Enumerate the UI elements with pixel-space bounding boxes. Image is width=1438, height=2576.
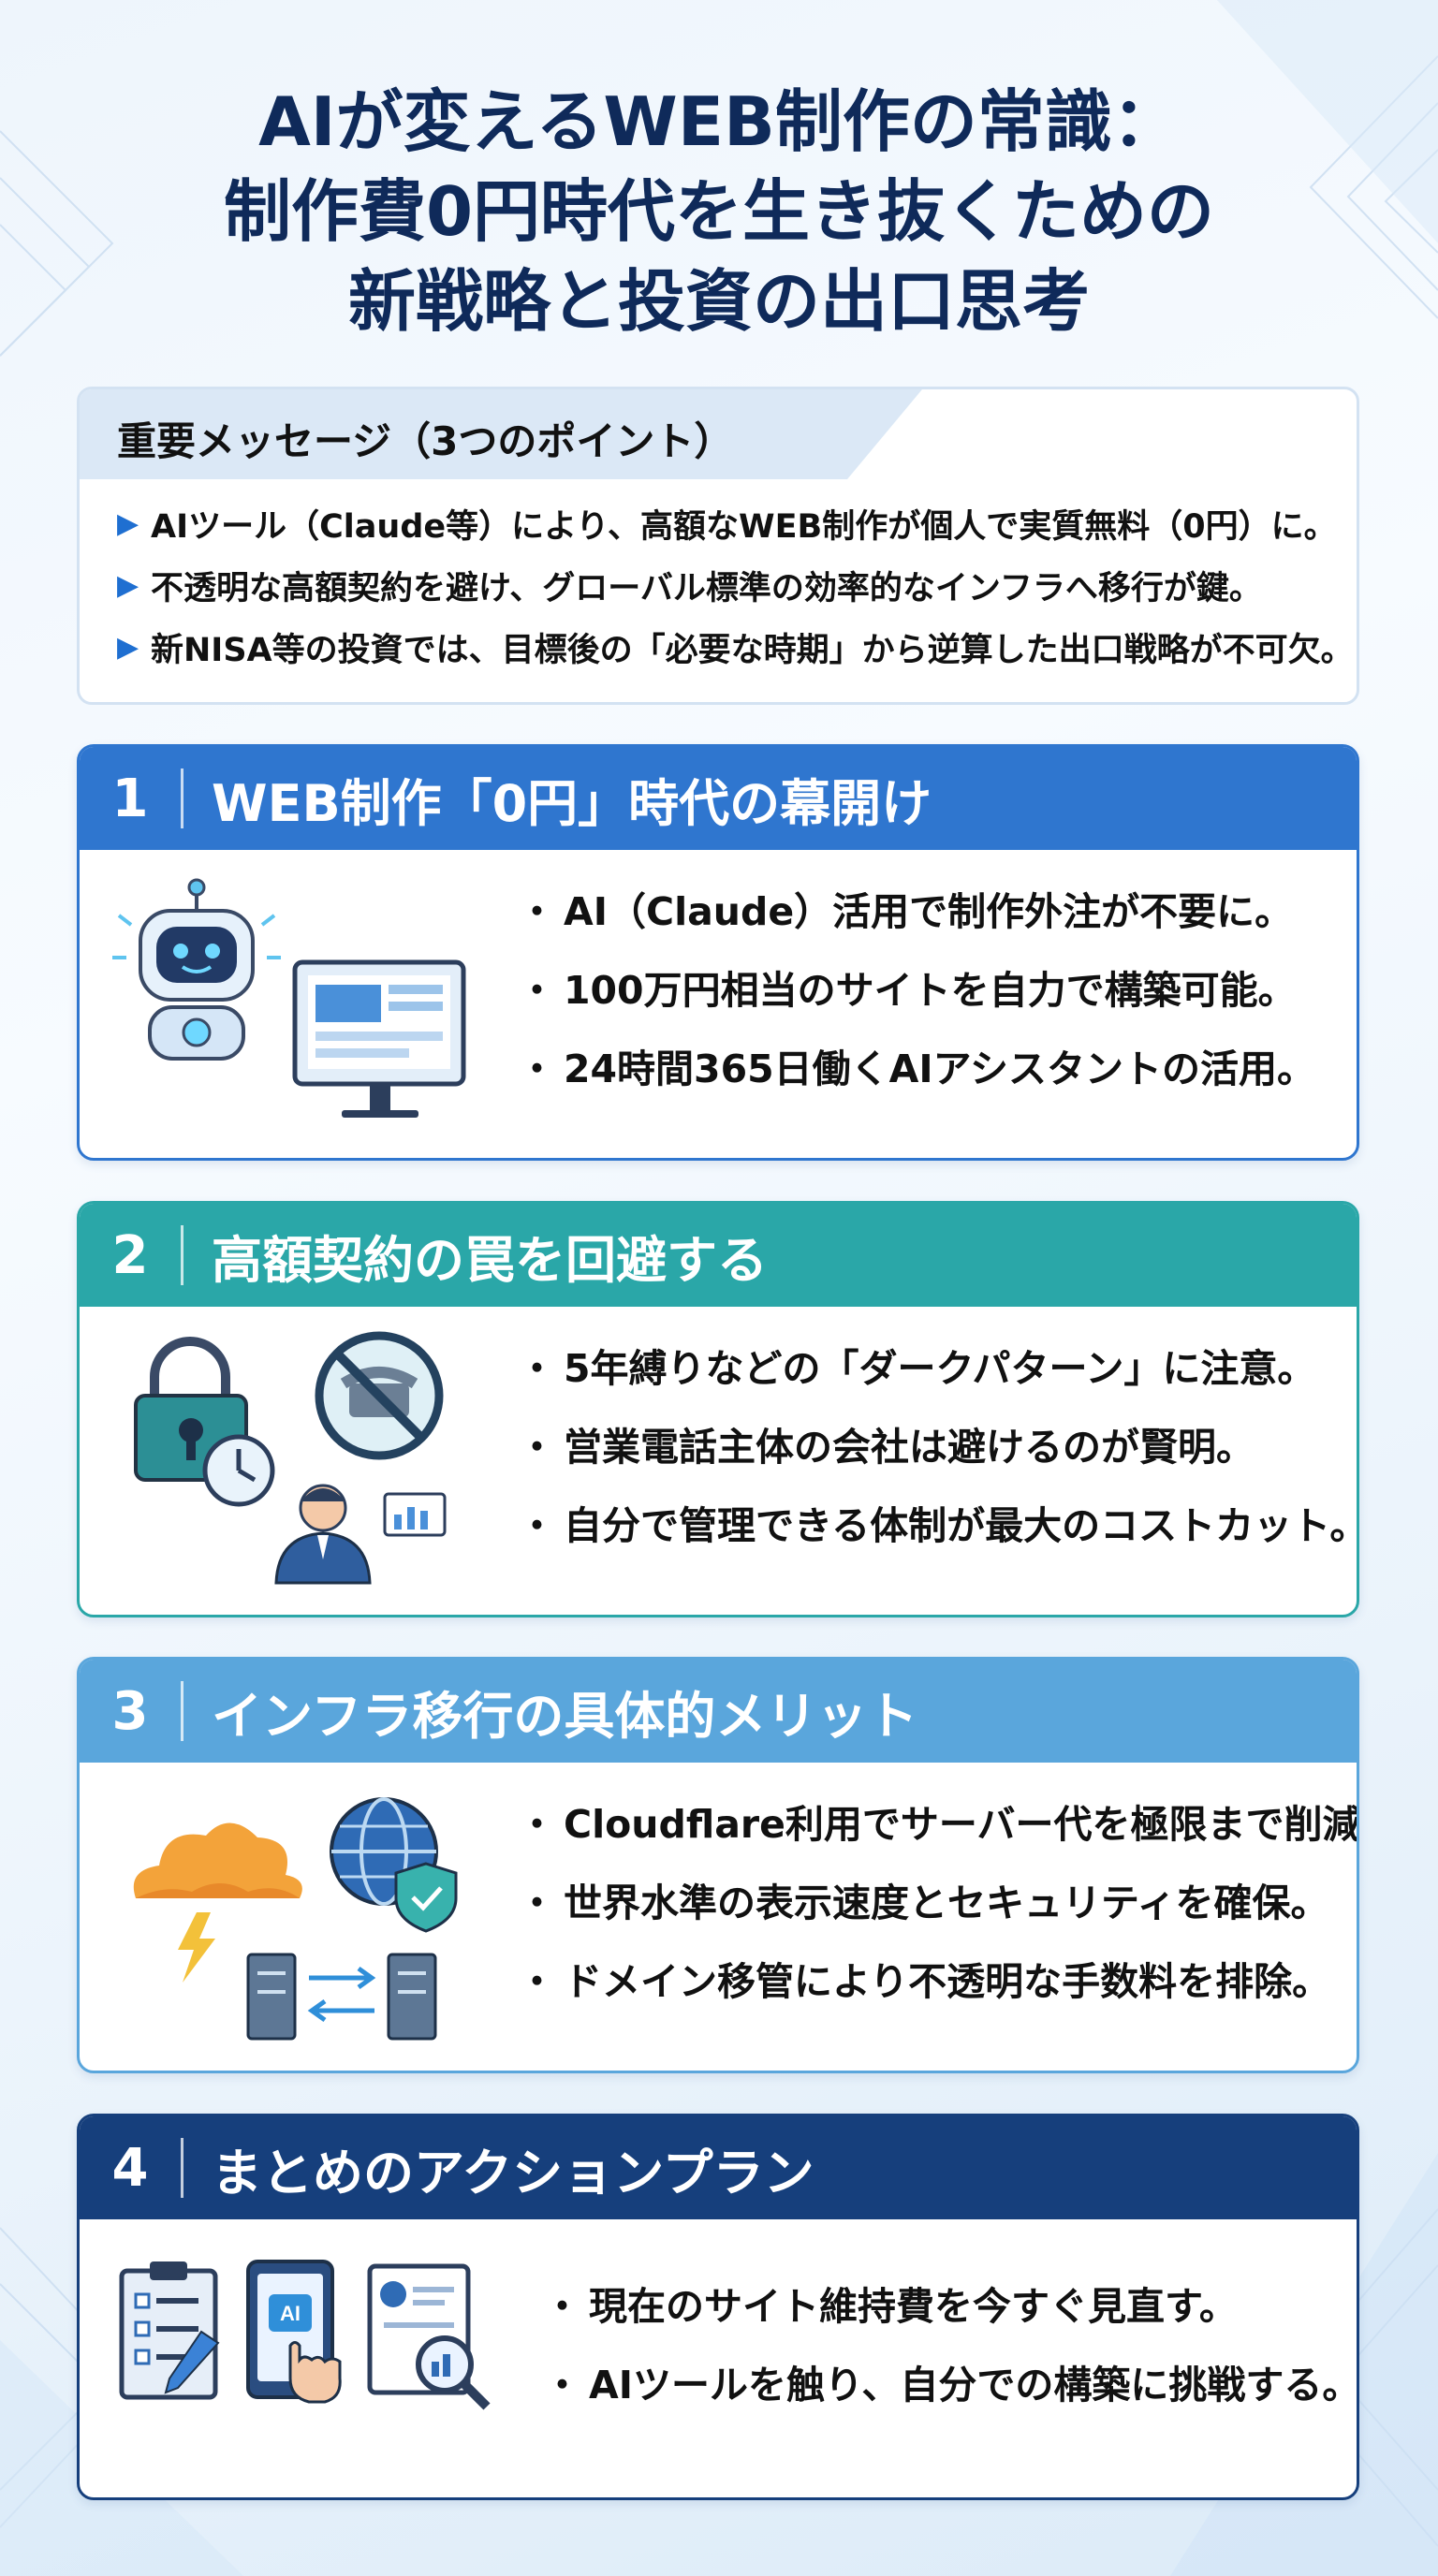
key-message-text: AIツール（Claude等）により、高額なWEB制作が個人で実質無料（0円）に。 <box>151 507 1337 546</box>
section-title: まとめのアクションプラン <box>212 2143 814 2203</box>
chevron-right-icon: ▶ <box>117 630 139 664</box>
section-title: 高額契約の罠を回避する <box>212 1230 768 1290</box>
chevron-right-icon: ▶ <box>117 568 139 602</box>
key-message-box: 重要メッセージ（3つのポイント） ▶ AIツール（Claude等）により、高額な… <box>77 387 1359 705</box>
section-icons <box>108 869 501 1144</box>
monitor-icon <box>292 959 466 1118</box>
report-search-icon <box>367 2263 491 2410</box>
key-message-item: ▶ 新NISA等の投資では、目標後の「必要な時期」から逆算した出口戦略が不可欠。 <box>117 616 1354 678</box>
section-icons <box>108 1781 501 2066</box>
globe-shield-icon <box>330 1797 458 1933</box>
section-header-4: 4 まとめのアクションプラン <box>80 2116 1357 2219</box>
key-message-list: ▶ AIツール（Claude等）により、高額なWEB制作が個人で実質無料（0円）… <box>117 492 1354 678</box>
key-message-text: 不透明な高額契約を避け、グローバル標準の効率的なインフラへ移行が鍵。 <box>151 569 1262 607</box>
section-number: 4 <box>111 2137 149 2199</box>
no-phone-icon <box>315 1331 444 1460</box>
bullet-item: ・ドメイン移管により不透明な手数料を排除。 <box>518 1959 1331 2004</box>
ai-tablet-icon: AI <box>246 2260 342 2404</box>
title-line-3: 新戦略と投資の出口思考 <box>347 262 1090 341</box>
header-divider <box>181 1225 183 1285</box>
header-divider <box>181 768 183 828</box>
section-bullets: ・Cloudflare利用でサーバー代を極限まで削減。 ・世界水準の表示速度とセ… <box>518 1763 1359 2043</box>
header-divider <box>181 2138 183 2198</box>
section-icons: AI <box>108 2257 529 2429</box>
section-card-3: 3 インフラ移行の具体的メリット <box>77 1657 1359 2073</box>
businessman-icon <box>274 1484 447 1585</box>
chevron-right-icon: ▶ <box>117 506 139 540</box>
section-title: WEB制作「0円」時代の幕開け <box>212 773 932 833</box>
section-number: 3 <box>111 1680 149 1742</box>
bullet-item: ・5年縛りなどの「ダークパターン」に注意。 <box>518 1346 1316 1391</box>
bullet-item: ・営業電話主体の会社は避けるのが賢明。 <box>518 1425 1255 1470</box>
server-transfer-icon <box>246 1953 437 2041</box>
bullet-item: ・AIツールを触り、自分での構築に挑戦する。 <box>543 2363 1359 2408</box>
section-body-4: AI ・現在のサイト維持費を今すぐ見直す。 ・AIツールを触り、自分 <box>80 2219 1357 2497</box>
key-message-heading: 重要メッセージ（3つのポイント） <box>117 418 734 464</box>
bullet-item: ・Cloudflare利用でサーバー代を極限まで削減。 <box>518 1802 1359 1847</box>
section-card-1: 1 WEB制作「0円」時代の幕開け <box>77 744 1359 1161</box>
section-header-1: 1 WEB制作「0円」時代の幕開け <box>80 747 1357 850</box>
title-line-2: 制作費0円時代を生き抜くための <box>223 172 1215 251</box>
section-card-2: 2 高額契約の罠を回避する <box>77 1201 1359 1617</box>
section-title: インフラ移行の具体的メリット <box>212 1686 918 1746</box>
key-message-text: 新NISA等の投資では、目標後の「必要な時期」から逆算した出口戦略が不可欠。 <box>151 631 1354 669</box>
bullet-item: ・24時間365日働くAIアシスタントの活用。 <box>518 1046 1315 1091</box>
cloud-icon <box>133 1822 302 1983</box>
section-card-4: 4 まとめのアクションプラン <box>77 2114 1359 2500</box>
header-divider <box>181 1681 183 1741</box>
section-body-2: ・5年縛りなどの「ダークパターン」に注意。 ・営業電話主体の会社は避けるのが賢明… <box>80 1307 1359 1615</box>
section-icons <box>108 1325 501 1610</box>
svg-text:AI: AI <box>280 2302 301 2325</box>
section-bullets: ・5年縛りなどの「ダークパターン」に注意。 ・営業電話主体の会社は避けるのが賢明… <box>518 1307 1359 1588</box>
key-message-item: ▶ 不透明な高額契約を避け、グローバル標準の効率的なインフラへ移行が鍵。 <box>117 554 1343 616</box>
page-title: AIが変えるWEB制作の常識： 制作費0円時代を生き抜くための 新戦略と投資の出… <box>0 77 1438 346</box>
bullet-item: ・自分で管理できる体制が最大のコストカット。 <box>518 1503 1359 1548</box>
key-message-header: 重要メッセージ（3つのポイント） <box>80 389 1357 479</box>
section-body-3: ・Cloudflare利用でサーバー代を極限まで削減。 ・世界水準の表示速度とセ… <box>80 1763 1357 2071</box>
title-line-1: AIが変えるWEB制作の常識： <box>258 82 1180 161</box>
bullet-item: ・世界水準の表示速度とセキュリティを確保。 <box>518 1881 1329 1925</box>
section-header-3: 3 インフラ移行の具体的メリット <box>80 1660 1357 1763</box>
section-body-1: ・AI（Claude）活用で制作外注が不要に。 ・100万円相当のサイトを自力で… <box>80 850 1357 1158</box>
clock-icon <box>202 1434 275 1507</box>
section-header-2: 2 高額契約の罠を回避する <box>80 1204 1357 1307</box>
section-number: 2 <box>111 1224 149 1286</box>
bullet-item: ・現在のサイト維持費を今すぐ見直す。 <box>543 2284 1238 2329</box>
key-message-item: ▶ AIツール（Claude等）により、高額なWEB制作が個人で実質無料（0円）… <box>117 492 1343 554</box>
bullet-item: ・AI（Claude）活用で制作外注が不要に。 <box>518 889 1294 934</box>
section-bullets: ・AI（Claude）活用で制作外注が不要に。 ・100万円相当のサイトを自力で… <box>518 850 1315 1131</box>
section-number: 1 <box>111 768 149 829</box>
robot-icon <box>112 878 281 1061</box>
section-bullets: ・現在のサイト維持費を今すぐ見直す。 ・AIツールを触り、自分での構築に挑戦する… <box>543 2219 1359 2472</box>
checklist-icon <box>119 2261 220 2400</box>
bullet-item: ・100万円相当のサイトを自力で構築可能。 <box>518 968 1297 1013</box>
